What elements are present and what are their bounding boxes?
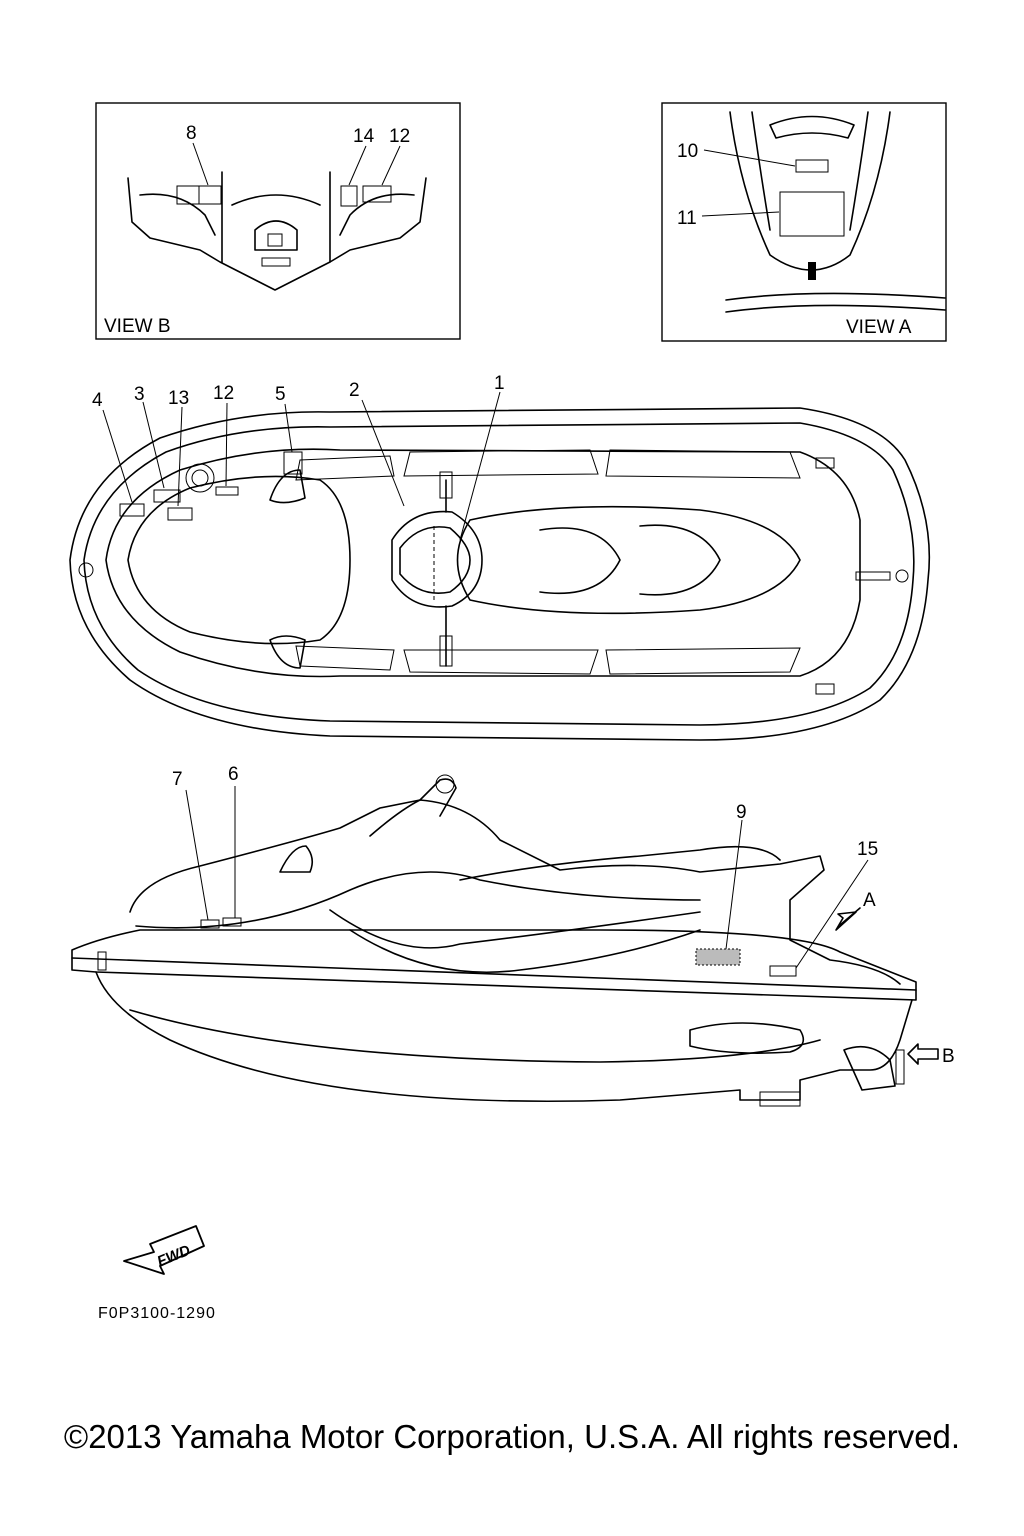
callout-12: 12	[389, 126, 410, 147]
callout-13: 13	[168, 388, 189, 409]
view-a-inset: 10 11 VIEW A	[661, 102, 947, 342]
top-view-hull: 4 3 13 12 5 2 1	[69, 373, 931, 741]
callout-9: 9	[736, 802, 747, 823]
callout-8: 8	[186, 123, 197, 144]
view-a-label: VIEW A	[846, 317, 912, 338]
drawing-code: F0P3100-1290	[98, 1305, 216, 1322]
callout-7: 7	[172, 769, 183, 790]
callout-11: 11	[677, 208, 697, 229]
callout-2: 2	[349, 380, 360, 401]
callout-12-top: 12	[213, 383, 234, 404]
callout-14: 14	[353, 126, 375, 147]
callout-6: 6	[228, 764, 239, 785]
callout-1: 1	[494, 373, 505, 394]
view-a-frame	[661, 102, 947, 342]
callout-4: 4	[92, 390, 103, 411]
view-marker-b: B	[942, 1046, 955, 1067]
callout-15: 15	[857, 839, 878, 860]
callout-3: 3	[134, 384, 145, 405]
view-b-inset: 8 14 12 VIEW B	[95, 102, 461, 340]
fwd-arrow-badge: FWD	[123, 1225, 205, 1275]
callout-5: 5	[275, 384, 286, 405]
callout-10: 10	[677, 141, 698, 162]
copyright-notice: ©2013 Yamaha Motor Corporation, U.S.A. A…	[63, 1418, 961, 1455]
view-marker-a: A	[863, 890, 876, 911]
view-b-label: VIEW B	[104, 316, 171, 337]
side-view-hull: 7 6 9 15 A B	[71, 764, 955, 1107]
